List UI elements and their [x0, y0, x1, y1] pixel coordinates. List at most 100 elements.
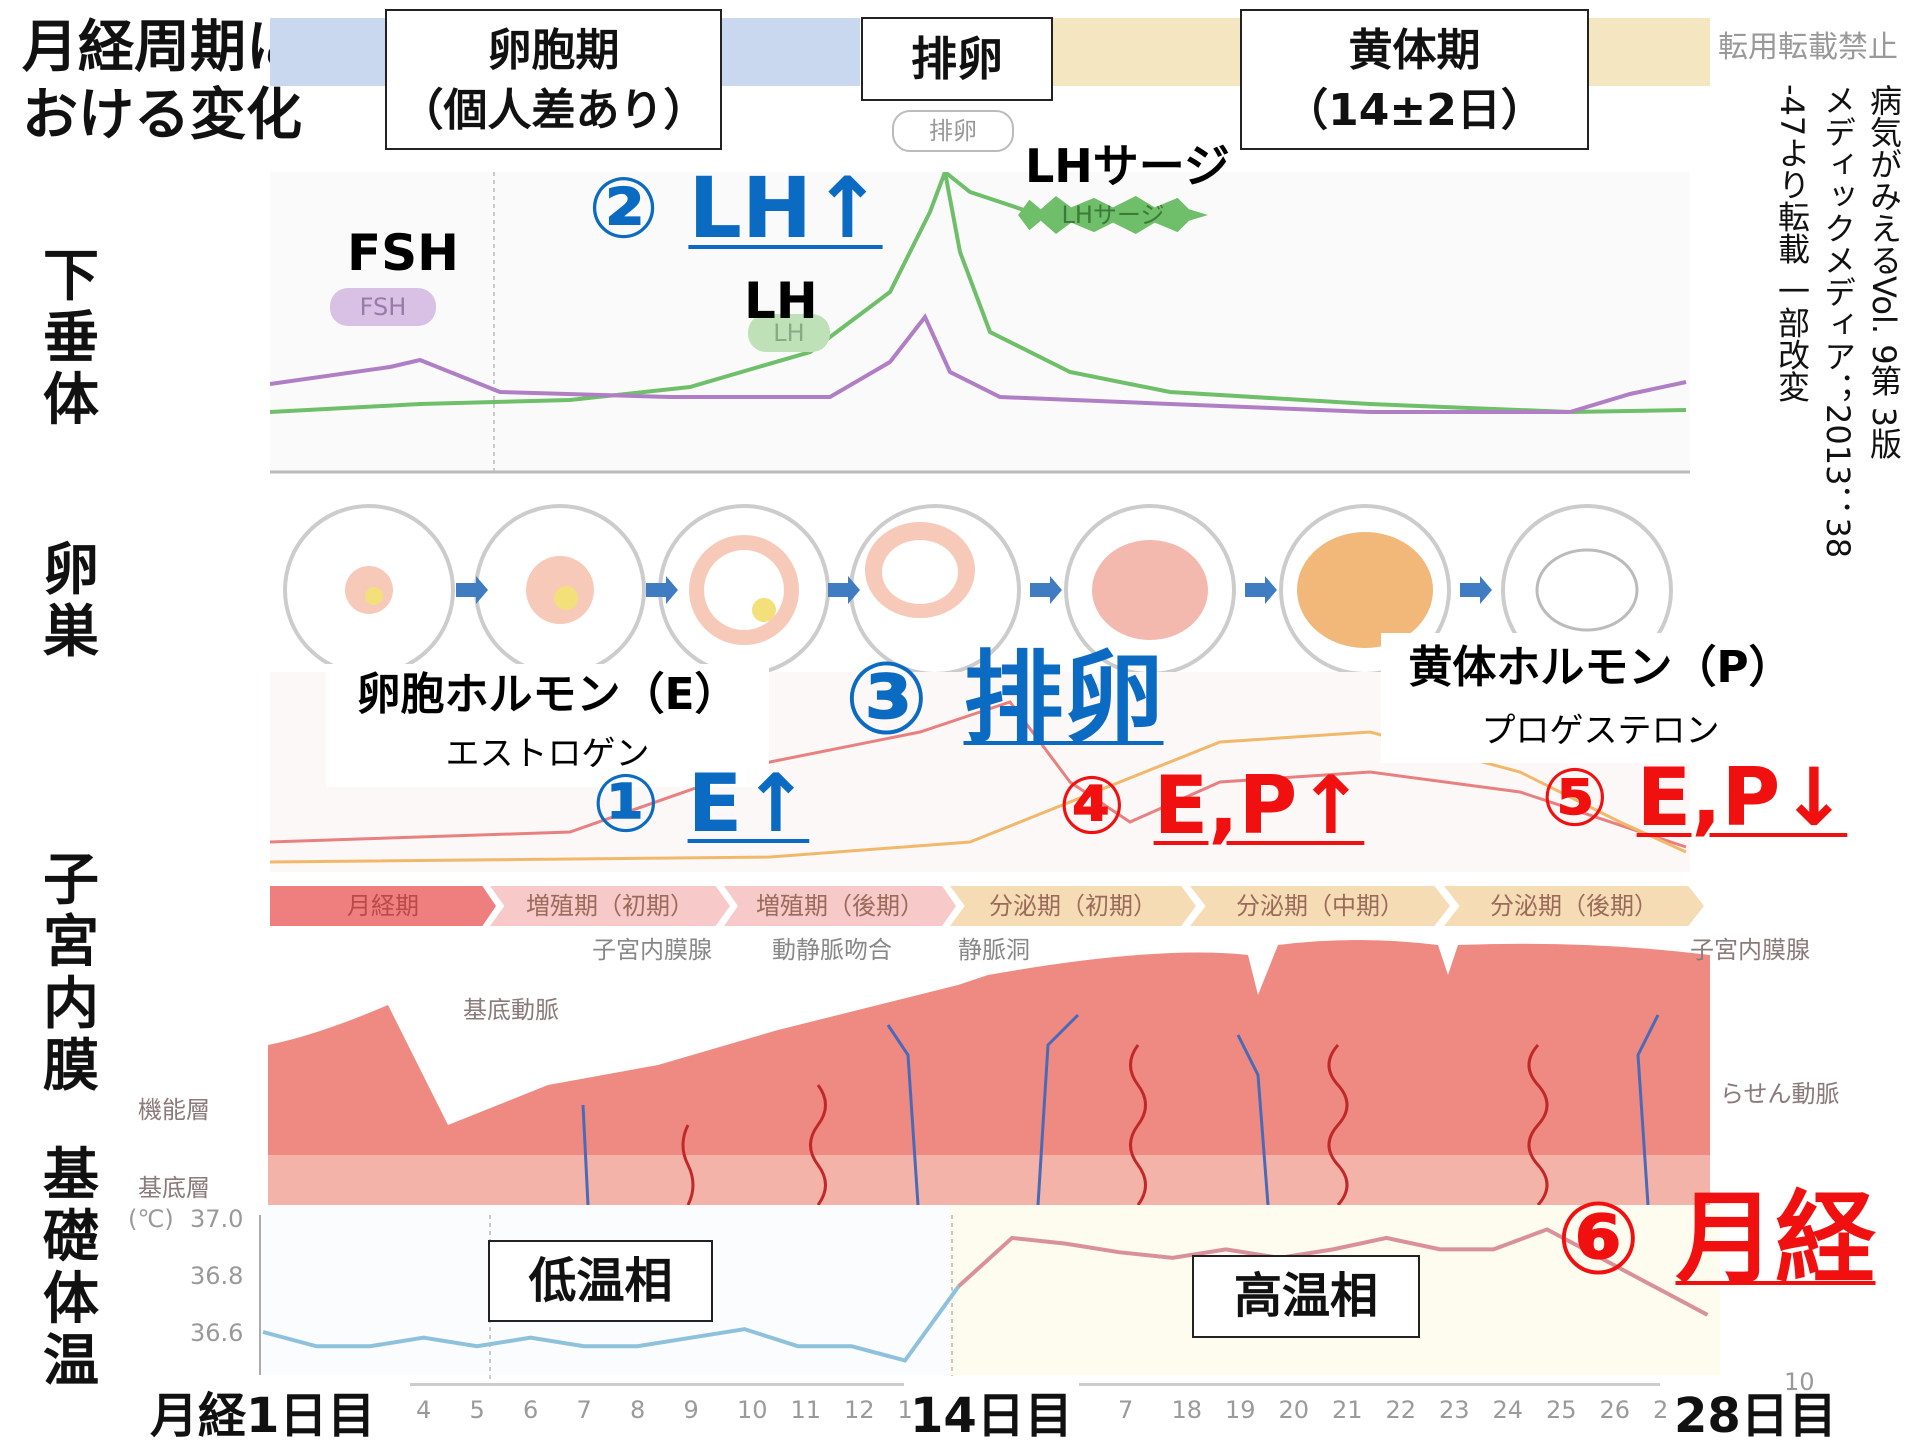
x-tick: 25 — [1546, 1396, 1577, 1424]
page-number: 10 — [1784, 1368, 1815, 1396]
annotation-text: E,P↑ — [1153, 759, 1365, 852]
title-line-2: おける変化 — [22, 83, 302, 148]
lh-surge-label: LHサージ — [1025, 139, 1230, 193]
annotation-5-ep-down: ⑤ E,P↓ — [1541, 750, 1847, 846]
endometrium-illustration — [268, 940, 1710, 1205]
bbt-ytick-36-8: 36.8 — [190, 1262, 244, 1290]
fsh-pill: FSH — [330, 288, 436, 326]
luteal-phase-note: （14±2日） — [1284, 85, 1545, 136]
bbt-chart — [259, 1205, 1720, 1380]
x-tick: 18 — [1171, 1396, 1203, 1424]
label-endometrial-gland-right: 子宮内膜腺 — [1690, 936, 1810, 964]
x-tick: 9 — [683, 1396, 699, 1424]
follicular-phase-box: 卵胞期 （個人差あり） — [385, 9, 722, 150]
progesterone-subname: プロゲステロン — [1481, 711, 1720, 751]
basal-layer — [268, 1155, 1710, 1205]
phase-menstrual: 月経期 — [270, 886, 496, 926]
label-endometrial-gland: 子宮内膜腺 — [592, 936, 712, 964]
x-tick: 26 — [1599, 1396, 1631, 1424]
follicular-phase-label: 卵胞期 — [487, 25, 620, 76]
phase-proliferative-late: 増殖期（後期） — [724, 886, 956, 926]
phase-proliferative-early: 増殖期（初期） — [490, 886, 730, 926]
annotation-text: 排卵 — [963, 640, 1164, 757]
label-venous-sinus: 静脈洞 — [958, 936, 1030, 964]
x-tick: 21 — [1332, 1396, 1363, 1424]
label-av-anastomosis: 動静脈吻合 — [772, 936, 892, 964]
veins — [581, 1013, 1660, 1205]
label-basal-artery: 基底動脈 — [463, 996, 559, 1024]
x-tick: 11 — [790, 1396, 822, 1424]
lh-pill: LH — [748, 314, 830, 352]
bbt-ytick-37-0: 37.0 — [190, 1205, 244, 1233]
low-temperature-phase-box: 低温相 — [488, 1240, 713, 1322]
functional-layer — [268, 940, 1710, 1155]
slide-title: 月経周期に おける変化 — [22, 14, 302, 150]
citation-col-1: 病気がみえるVol. 9第 3版 — [1865, 84, 1903, 460]
bbt-low-phase-line — [262, 1285, 961, 1363]
annotation-4-ep-up: ④ E,P↑ — [1058, 758, 1364, 854]
row-label-bbt: 基礎体温 — [43, 1143, 99, 1394]
annotation-number: ③ — [844, 640, 929, 757]
x-tick: 23 — [1439, 1396, 1470, 1424]
annotation-number: ⑥ — [1556, 1180, 1641, 1297]
fsh-label: FSH — [347, 224, 460, 282]
x-tick: 24 — [1492, 1396, 1524, 1424]
bbt-ytick-36-6: 36.6 — [190, 1319, 244, 1347]
citation-col-2: メディックメディア；2013：38 — [1819, 84, 1857, 559]
annotation-3-ovulation: ③ 排卵 — [844, 640, 1164, 758]
x-label-day28: 28日目 — [1668, 1376, 1843, 1446]
x-tick: 7 — [576, 1396, 592, 1424]
x-tick: 2 — [1653, 1396, 1669, 1424]
x-tick: 5 — [469, 1396, 485, 1424]
x-tick: 4 — [416, 1396, 432, 1424]
phase-secretory-mid: 分泌期（中期） — [1190, 886, 1450, 926]
spiral-arteries — [681, 1043, 1549, 1205]
annotation-text: E↑ — [687, 757, 810, 850]
x-tick: 12 — [844, 1396, 875, 1424]
x-tick: 10 — [737, 1396, 768, 1424]
estrogen-name: 卵胞ホルモン（E） — [356, 669, 739, 720]
progesterone-label-box: 黄体ホルモン（P） プロゲステロン — [1381, 633, 1820, 763]
luteal-phase-label: 黄体期 — [1348, 25, 1481, 76]
phase-secretory-early: 分泌期（初期） — [950, 886, 1196, 926]
x-tick: 20 — [1278, 1396, 1310, 1424]
annotation-text: LH↑ — [688, 159, 883, 257]
progesterone-curve — [270, 730, 1687, 864]
lh-label: LH — [744, 272, 818, 330]
luteal-phase-box: 黄体期 （14±2日） — [1240, 9, 1589, 150]
x-tick: 7 — [1118, 1396, 1134, 1424]
label-functional-layer: 機能層 — [138, 1096, 210, 1124]
annotation-number: ② — [588, 159, 660, 257]
estrogen-label-box: 卵胞ホルモン（E） エストロゲン — [326, 664, 769, 787]
annotation-number: ① — [592, 757, 660, 850]
row-label-pituitary: 下垂体 — [43, 244, 99, 433]
x-tick: 1 — [897, 1396, 913, 1424]
label-basal-layer: 基底層 — [138, 1174, 210, 1202]
ovary-follicle-diagram — [283, 504, 1673, 676]
progression-arrows — [456, 576, 1492, 604]
row-label-endometrium: 子宮内膜 — [43, 848, 99, 1099]
citation-col-3: -47より転載 一部改変 — [1773, 84, 1811, 403]
label-spiral-artery: らせん動脈 — [1720, 1080, 1840, 1108]
fsh-curve — [270, 313, 1687, 414]
title-line-1: 月経周期に — [22, 15, 302, 80]
x-tick: 22 — [1385, 1396, 1417, 1424]
annotation-1-e-up: ① E↑ — [592, 756, 809, 852]
annotation-2-lh-up: ② LH↑ — [588, 158, 883, 258]
watermark: 転用転載禁止 — [1718, 30, 1898, 65]
x-tick: 8 — [630, 1396, 646, 1424]
estrogen-subname: エストロゲン — [445, 734, 650, 774]
x-tick: 19 — [1225, 1396, 1256, 1424]
progesterone-name: 黄体ホルモン（P） — [1408, 642, 1793, 693]
x-label-day1: 月経1日目 — [144, 1376, 382, 1446]
x-tick: 6 — [523, 1396, 539, 1424]
bbt-unit: (℃) — [128, 1205, 174, 1233]
ovulation-box: 排卵 — [861, 17, 1053, 101]
bbt-high-phase-line — [957, 1227, 1709, 1317]
annotation-text: E,P↓ — [1636, 751, 1848, 844]
row-label-ovary: 卵巣 — [43, 538, 99, 665]
follicular-phase-note: （個人差あり） — [399, 85, 708, 136]
annotation-6-menstruation: ⑥ 月経 — [1556, 1180, 1876, 1298]
pituitary-hormone-chart — [270, 172, 1690, 474]
annotation-number: ④ — [1058, 759, 1126, 852]
